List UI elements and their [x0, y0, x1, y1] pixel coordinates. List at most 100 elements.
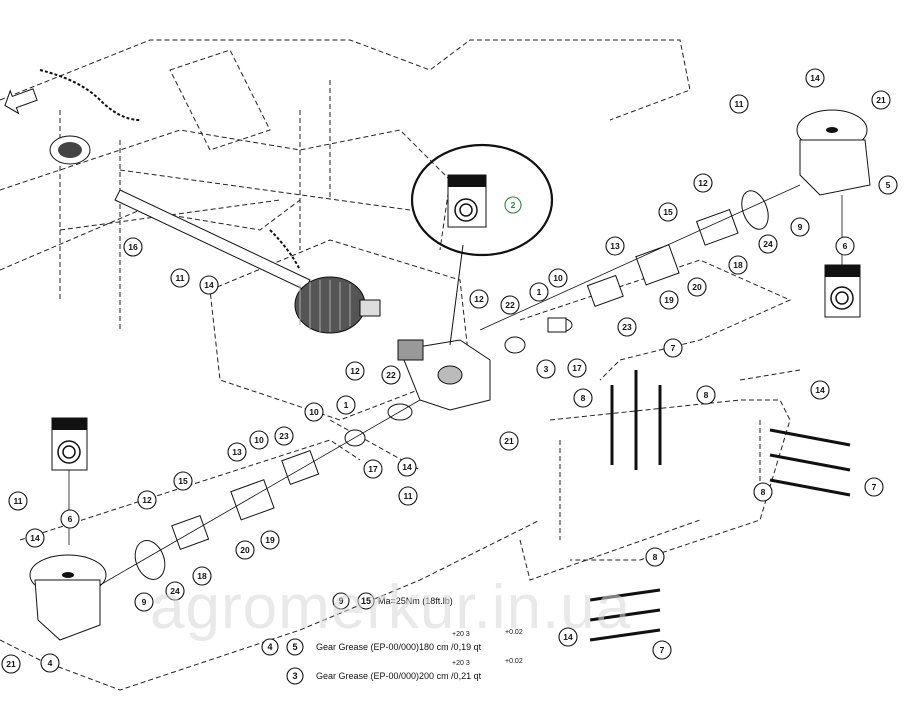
svg-text:11: 11 [735, 99, 744, 109]
svg-text:14: 14 [815, 385, 825, 395]
callout-14: 14 [805, 68, 825, 88]
chain [39, 69, 141, 121]
callout-15: 15 [658, 202, 678, 222]
svg-text:10: 10 [553, 273, 563, 283]
center-gearbox [397, 339, 491, 411]
svg-text:14: 14 [563, 632, 573, 642]
callout-12: 12 [137, 490, 157, 510]
svg-text:24: 24 [763, 239, 773, 249]
svg-text:11: 11 [404, 491, 413, 501]
svg-text:12: 12 [698, 178, 708, 188]
svg-text:22: 22 [505, 300, 515, 310]
svg-text:10: 10 [309, 407, 319, 417]
svg-text:15: 15 [663, 207, 673, 217]
svg-text:19: 19 [664, 295, 674, 305]
callout-12: 12 [345, 361, 365, 381]
svg-text:8: 8 [653, 552, 658, 562]
highlight-ring [410, 143, 554, 346]
svg-text:9: 9 [338, 596, 343, 606]
callout-19: 19 [260, 530, 280, 550]
callout-20: 20 [687, 277, 707, 297]
callout-18: 18 [728, 255, 748, 275]
callout-18: 18 [192, 566, 212, 586]
svg-text:12: 12 [474, 294, 484, 304]
long-bolts [589, 370, 851, 642]
callout-22: 22 [381, 365, 401, 385]
grease-icon-left [51, 417, 88, 471]
callout-7: 7 [652, 640, 672, 660]
svg-text:12: 12 [350, 366, 360, 376]
callout-13: 13 [605, 236, 625, 256]
callout-7: 7 [663, 338, 683, 358]
callout-10: 10 [548, 268, 568, 288]
callout-14: 14 [810, 380, 830, 400]
svg-text:8: 8 [581, 393, 586, 403]
drive-shaft [114, 189, 311, 291]
callout-19: 19 [659, 290, 679, 310]
legend-torque: Ma=25Nm (18ft.lb) [378, 596, 453, 606]
direction-arrow-icon [4, 88, 38, 115]
svg-text:15: 15 [178, 476, 188, 486]
svg-text:+20 3: +20 3 [452, 660, 470, 667]
callout-10: 10 [249, 430, 269, 450]
svg-text:22: 22 [386, 370, 396, 380]
callout-21: 21 [871, 90, 891, 110]
right-gearbox [796, 109, 871, 196]
callout-6: 6 [60, 509, 80, 529]
callout-14: 14 [25, 528, 45, 548]
callout-24: 24 [758, 234, 778, 254]
callout-15: 15 [173, 471, 193, 491]
svg-text:+0.02: +0.02 [505, 629, 523, 636]
callout-8: 8 [645, 547, 665, 567]
svg-text:7: 7 [872, 482, 877, 492]
svg-text:4: 4 [267, 642, 272, 652]
callout-17: 17 [567, 358, 587, 378]
svg-text:14: 14 [204, 280, 214, 290]
svg-text:21: 21 [6, 659, 16, 669]
callout-12: 12 [693, 173, 713, 193]
svg-text:+0.02: +0.02 [505, 658, 523, 665]
svg-text:17: 17 [572, 363, 582, 373]
callout-14: 14 [199, 275, 219, 295]
svg-text:4: 4 [48, 658, 53, 668]
svg-text:14: 14 [30, 533, 40, 543]
svg-text:14: 14 [810, 73, 820, 83]
svg-text:5: 5 [292, 642, 297, 652]
svg-text:16: 16 [128, 242, 138, 252]
svg-text:24: 24 [170, 586, 180, 596]
callout-10: 10 [304, 402, 324, 422]
callout-21: 21 [499, 431, 519, 451]
svg-text:10: 10 [254, 435, 264, 445]
svg-text:21: 21 [504, 436, 514, 446]
callout-24: 24 [165, 581, 185, 601]
callout-1: 1 [336, 395, 356, 415]
svg-text:20: 20 [692, 282, 702, 292]
svg-text:7: 7 [671, 343, 676, 353]
svg-text:18: 18 [733, 260, 743, 270]
svg-text:17: 17 [368, 464, 378, 474]
svg-text:8: 8 [761, 487, 766, 497]
svg-text:1: 1 [537, 287, 542, 297]
callout-9: 9 [134, 592, 154, 612]
svg-text:20: 20 [240, 545, 250, 555]
svg-text:9: 9 [798, 222, 803, 232]
callout-11: 11 [170, 268, 190, 288]
callout-4: 4 [40, 653, 60, 673]
callout-23: 23 [617, 317, 637, 337]
grease-icon [447, 174, 487, 228]
legend: 9 15 Ma=25Nm (18ft.lb) 4 5 Gear Grease (… [261, 592, 523, 685]
svg-text:2: 2 [511, 200, 516, 210]
svg-text:8: 8 [704, 390, 709, 400]
svg-text:13: 13 [610, 241, 620, 251]
svg-text:19: 19 [265, 535, 275, 545]
svg-text:6: 6 [68, 514, 73, 524]
callout-13: 13 [227, 442, 247, 462]
callout-8: 8 [573, 388, 593, 408]
svg-text:11: 11 [176, 273, 185, 283]
svg-text:+20 3: +20 3 [452, 631, 470, 638]
svg-text:18: 18 [197, 571, 207, 581]
callout-17: 17 [363, 459, 383, 479]
